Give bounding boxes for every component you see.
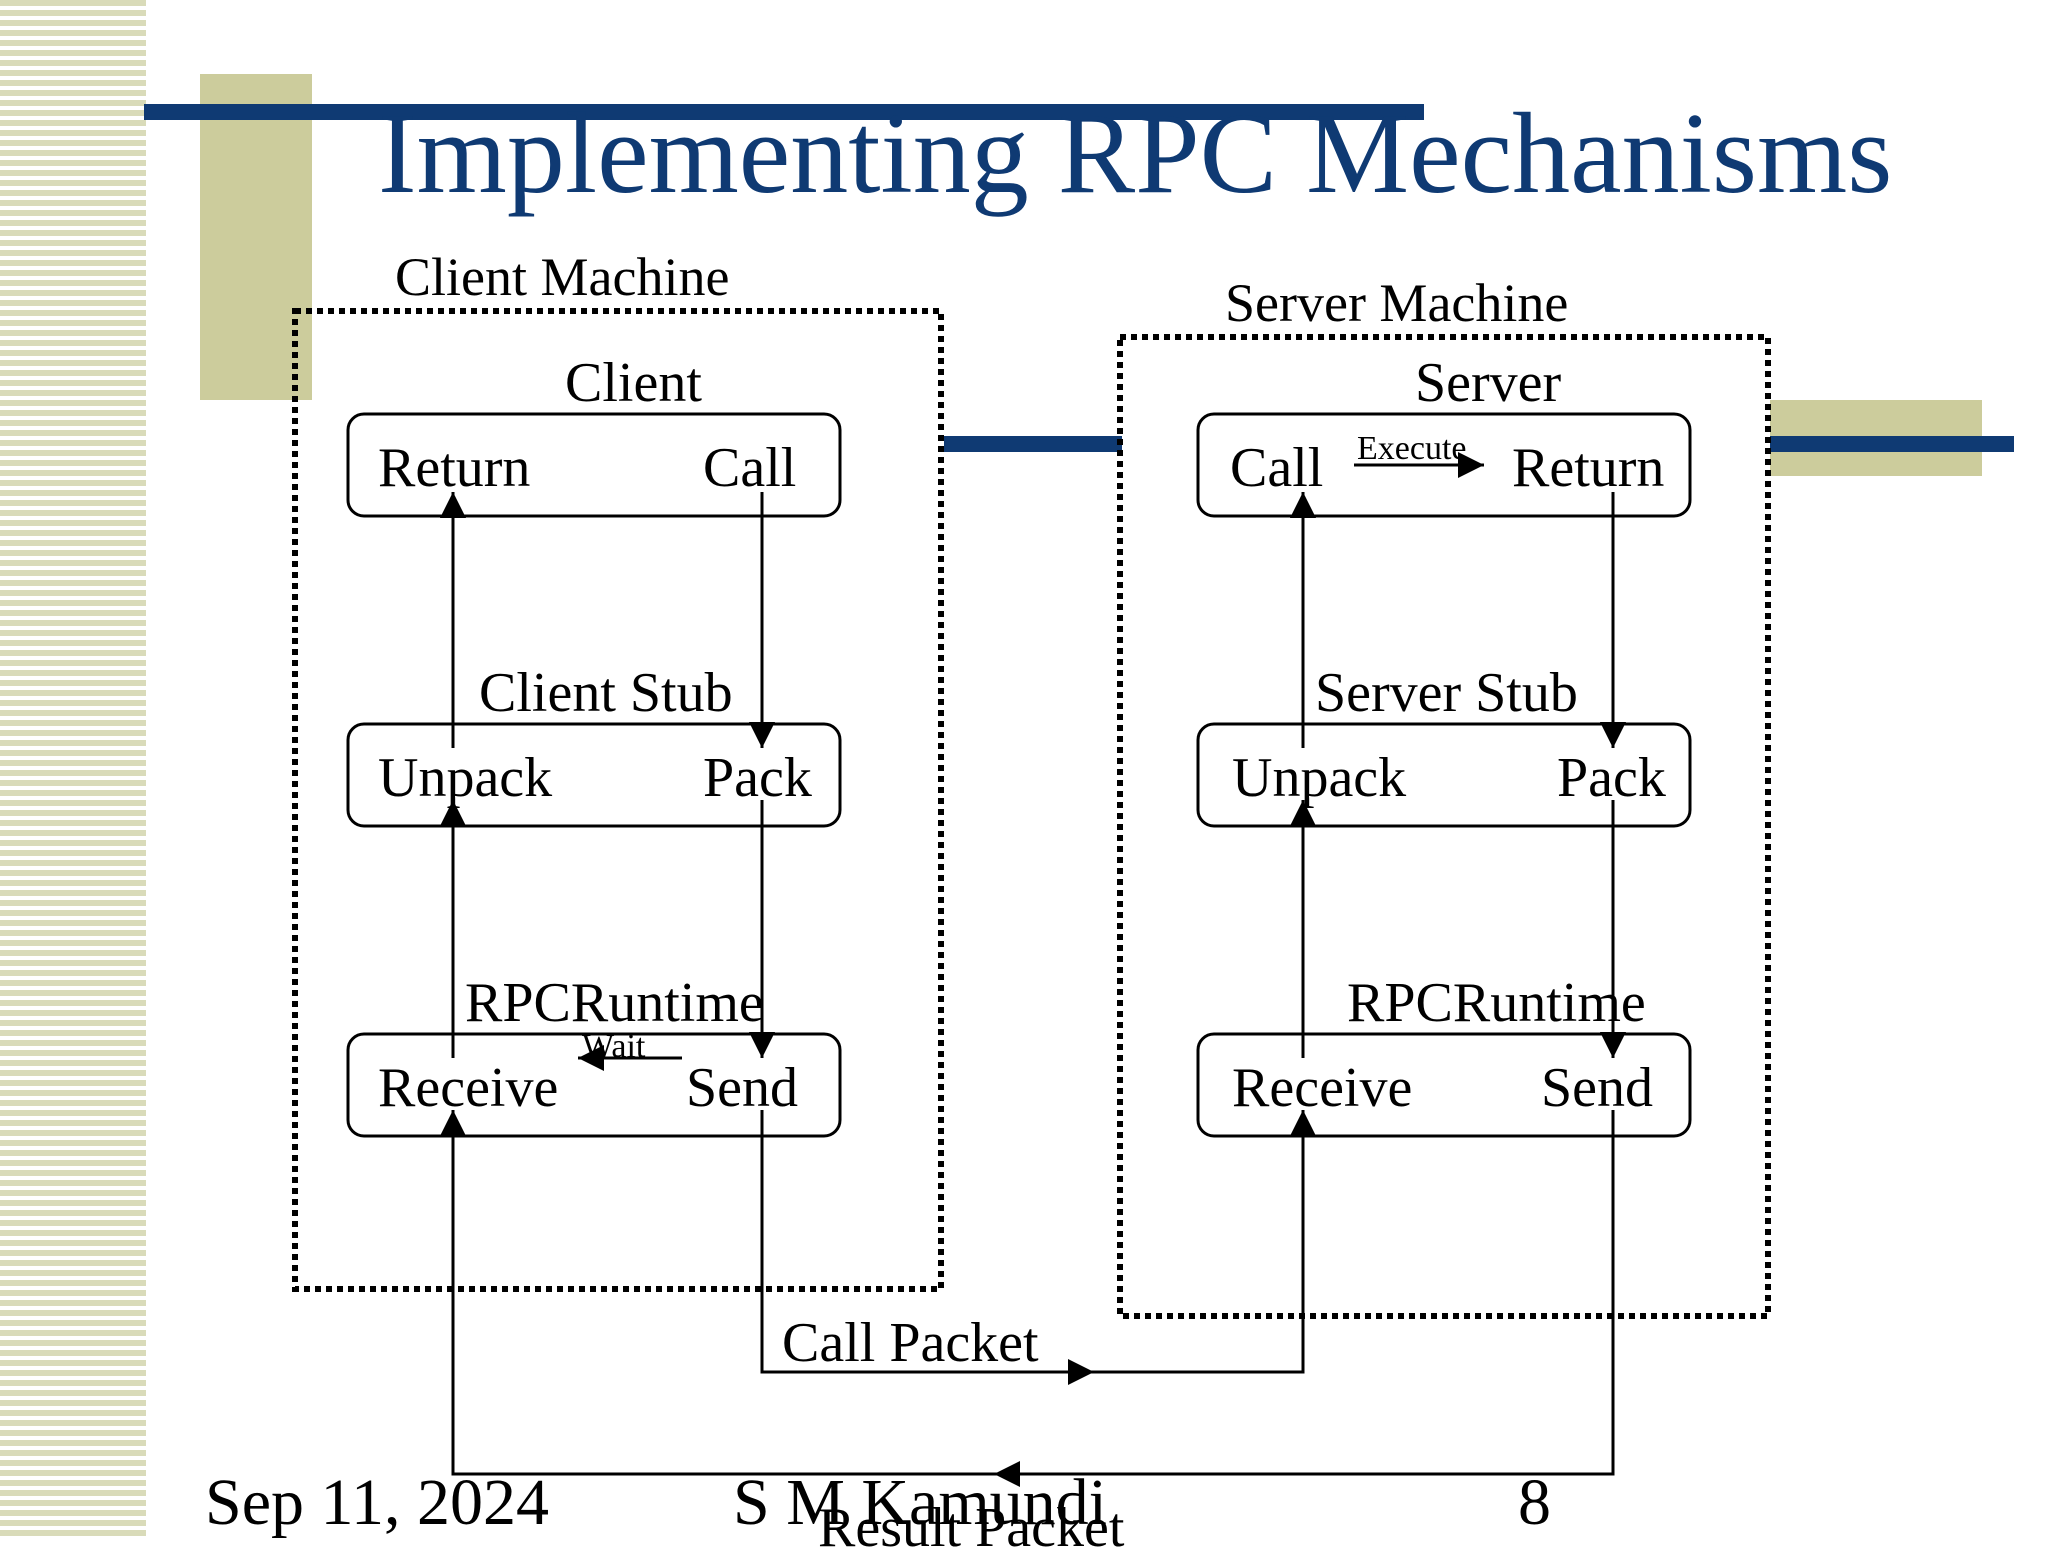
client-machine-label: Client Machine xyxy=(395,247,730,307)
client-pack-label: Pack xyxy=(703,747,812,809)
decorative-stripes xyxy=(0,0,146,1536)
server-receive-label: Receive xyxy=(1232,1057,1413,1119)
server-unpack-label: Unpack xyxy=(1232,747,1407,809)
client-unpack-label: Unpack xyxy=(378,747,553,809)
client-box xyxy=(346,412,842,518)
client-machine-boundary xyxy=(292,308,944,1292)
server-machine-boundary xyxy=(1117,334,1771,1319)
server-runtime-box xyxy=(1196,1032,1692,1138)
accent-bar-middle xyxy=(944,436,1122,452)
server-stub-label: Server Stub xyxy=(1315,662,1578,724)
client-stub-label: Client Stub xyxy=(479,662,733,724)
slide-title: Implementing RPC Mechanisms xyxy=(378,90,1893,218)
server-send-label: Send xyxy=(1541,1057,1653,1119)
call-packet-path-server xyxy=(1094,1110,1316,1374)
server-return-label: Return xyxy=(1512,437,1665,499)
server-label: Server xyxy=(1415,352,1562,414)
server-machine-label: Server Machine xyxy=(1225,273,1569,333)
server-call-label: Call xyxy=(1230,437,1324,499)
footer-date: Sep 11, 2024 xyxy=(205,1466,550,1539)
call-packet-label: Call Packet xyxy=(782,1312,1039,1374)
call-packet-path xyxy=(760,1110,1094,1385)
footer-page-number: 8 xyxy=(1518,1466,1551,1539)
server-stub-box xyxy=(1196,722,1692,828)
client-return-label: Return xyxy=(378,437,531,499)
result-packet-path-client xyxy=(440,1110,994,1476)
server-pack-label: Pack xyxy=(1557,747,1666,809)
accent-bar-right xyxy=(1770,436,2014,452)
client-call-label: Call xyxy=(703,437,797,499)
client-stub-box xyxy=(346,722,842,828)
result-packet-path xyxy=(994,1110,1615,1487)
client-runtime-label: RPCRuntime xyxy=(465,972,764,1034)
client-send-label: Send xyxy=(686,1057,798,1119)
client-receive-label: Receive xyxy=(378,1057,559,1119)
server-runtime-label: RPCRuntime xyxy=(1347,972,1646,1034)
accent-bar-top xyxy=(144,104,1424,120)
client-runtime-box xyxy=(346,1032,842,1138)
client-label: Client xyxy=(565,352,702,414)
wait-label: Wait xyxy=(582,1028,646,1065)
execute-label: Execute xyxy=(1357,430,1467,467)
accent-block-top xyxy=(200,74,312,400)
footer-author: S M Kamundi xyxy=(733,1466,1108,1539)
